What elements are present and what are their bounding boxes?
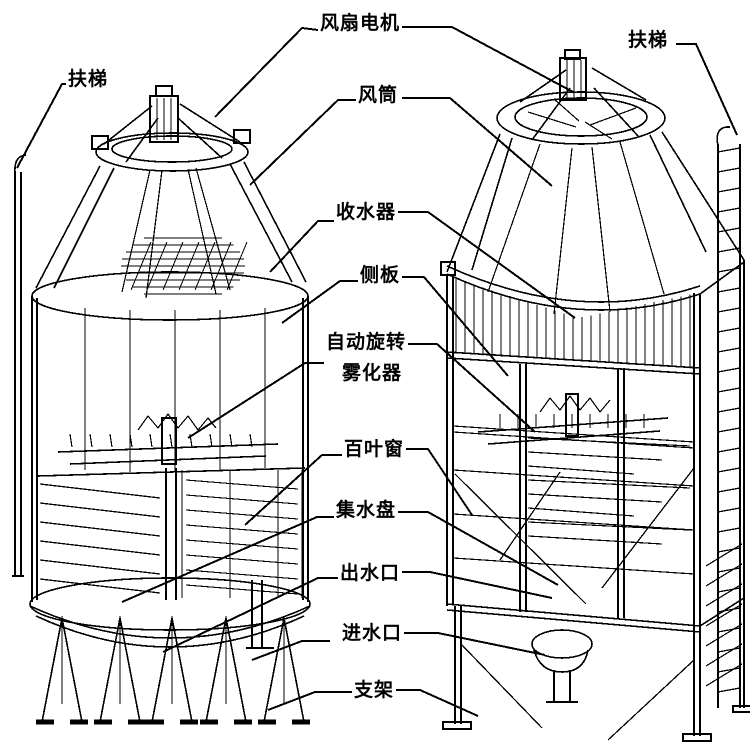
- leader-louver-left: [244, 454, 342, 526]
- leader-outlet-right: [395, 571, 553, 599]
- left-ladder: [12, 154, 27, 577]
- leader-support-left: [267, 691, 352, 711]
- right-tower-drawing: [440, 49, 750, 742]
- leader-water-collector-left: [269, 220, 336, 273]
- left-support-legs: [36, 616, 310, 725]
- right-ladder: [716, 126, 741, 708]
- leader-basin-left: [121, 516, 335, 603]
- left-fan-deck: [91, 103, 251, 172]
- label-ladder-right: 扶梯: [626, 30, 671, 52]
- left-sprinkler-nozzles: [69, 433, 253, 448]
- leader-inlet-left: [251, 640, 330, 661]
- label-atomizer-line1: 自动旋转: [324, 332, 409, 354]
- left-tower-drawing: [12, 85, 311, 725]
- leader-water-collector-right: [395, 211, 576, 319]
- label-water-inlet: 进水口: [340, 623, 405, 645]
- leader-side-panel-left: [281, 280, 360, 324]
- label-fan-motor: 风扇电机: [318, 13, 403, 35]
- label-water-collector: 收水器: [334, 202, 399, 224]
- left-shell: [31, 271, 309, 602]
- label-ladder-left: 扶梯: [66, 69, 111, 91]
- right-fan-cowl: [440, 131, 745, 315]
- label-side-panel: 侧板: [358, 265, 403, 287]
- left-basin: [29, 577, 311, 648]
- label-fan-cylinder: 风筒: [356, 85, 401, 107]
- left-inlet-pipe: [246, 580, 274, 649]
- right-fill-bars: [527, 437, 691, 545]
- label-atomizer-line2: 雾化器: [340, 363, 405, 385]
- right-outlet-funnel: [531, 629, 593, 703]
- right-fan-ring: [496, 67, 666, 145]
- label-support: 支架: [352, 680, 397, 702]
- label-louver: 百叶窗: [342, 439, 407, 461]
- leader-ladder-right: [676, 43, 738, 136]
- leader-fan-cylinder-right: [402, 97, 553, 187]
- leader-inlet-right: [397, 632, 546, 656]
- leader-outlet-left: [162, 577, 339, 653]
- right-sprinkler-nozzles: [499, 414, 645, 428]
- right-water-collector-slats: [455, 278, 691, 369]
- leader-basin-right: [390, 511, 559, 586]
- right-support-legs: [442, 598, 750, 742]
- leader-fan-motor-left: [214, 26, 319, 118]
- leader-side-panel-right: [402, 276, 509, 377]
- left-fan-cowl: [35, 161, 307, 299]
- leader-fan-cylinder-left: [249, 99, 356, 186]
- leader-atomizer-left: [187, 362, 324, 439]
- right-side-hatch: [705, 543, 743, 687]
- leader-fan-motor-right: [402, 26, 574, 93]
- leader-atomizer-right: [406, 343, 536, 433]
- right-sprinkler: [477, 393, 669, 445]
- left-louver-slats: [39, 479, 299, 595]
- left-louvers: [37, 467, 306, 598]
- leader-support-right: [390, 689, 479, 717]
- right-ladder-rungs: [717, 147, 741, 693]
- right-braces: [454, 467, 695, 605]
- label-water-basin: 集水盘: [334, 500, 399, 522]
- left-fan-guard-mesh: [121, 237, 248, 295]
- label-water-outlet: 出水口: [338, 563, 403, 585]
